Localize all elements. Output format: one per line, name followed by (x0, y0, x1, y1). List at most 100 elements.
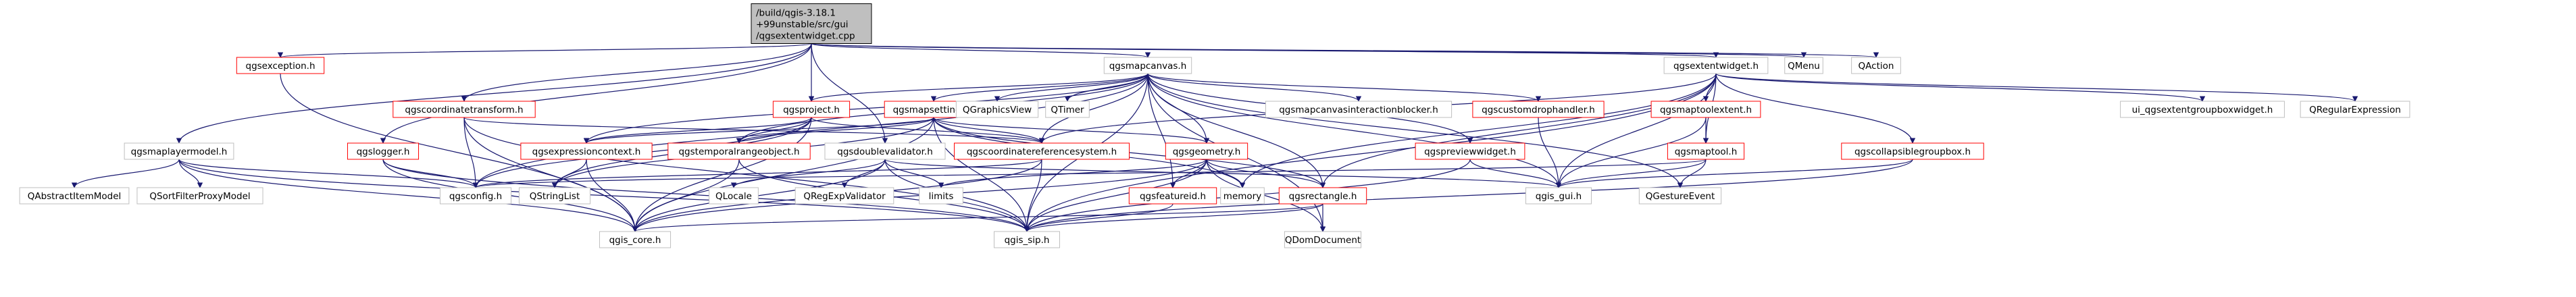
node-qgsfeatureid[interactable]: qgsfeatureid.h (1128, 187, 1217, 205)
node-QSortFilterProxyModel: QSortFilterProxyModel (136, 187, 263, 205)
node-qgscustomdrophandler[interactable]: qgscustomdrophandler.h (1472, 101, 1605, 118)
edge-qgsmapcanvas-to-qgsrectangle (1147, 73, 1326, 188)
node-label: qgscoordinatereferencesystem.h (967, 146, 1117, 157)
node-label: qgsconfig.h (449, 191, 502, 202)
edge-qgsmaptool-to-qgsconfig (473, 159, 1707, 188)
node-label: limits (929, 191, 954, 202)
edge-qgsproject-to-qgsexpressioncontext (583, 117, 812, 144)
node-box (1415, 142, 1525, 160)
node-qgsproject[interactable]: qgsproject.h (772, 101, 851, 118)
node-qgscollapsiblegroupbox[interactable]: qgscollapsiblegroupbox.h (1841, 142, 1984, 160)
node-box (709, 187, 759, 205)
edge-root-to-qgscoordinatetransform (461, 43, 812, 102)
edge-qgsrectangle-to-qgis_sip (1024, 203, 1323, 232)
node-qgscoordinatetransform[interactable]: qgscoordinatetransform.h (393, 101, 536, 118)
node-box (439, 187, 512, 205)
node-qgsrectangle[interactable]: qgsrectangle.h (1278, 187, 1367, 205)
node-box (1525, 187, 1592, 205)
node-box (347, 142, 420, 160)
node-box (520, 142, 653, 160)
node-memory: memory (1220, 187, 1265, 205)
node-qgstemporalrangeobject[interactable]: qgstemporalrangeobject.h (667, 142, 811, 160)
dependency-nodes: /build/qgis-3.18.1+99unstable/src/gui/qg… (19, 3, 2410, 248)
node-box (794, 187, 894, 205)
node-label: QDomDocument (1285, 235, 1361, 246)
edge-qgsextentwidget-to-memory (1239, 73, 1717, 188)
edge-qgsmapcanvas-to-qgsconfig (472, 73, 1148, 188)
node-box (1278, 187, 1367, 205)
edge-qgsmapsettings-to-qgis_core (632, 117, 934, 232)
node-box (955, 101, 1039, 118)
node-label: QLocale (715, 191, 752, 202)
edge-qgsmapcanvas-to-qgis_gui (1147, 73, 1562, 188)
edge-qgsdoublevalidator-to-qgis_gui (884, 159, 1561, 188)
node-box (1851, 57, 1901, 74)
edge-qgsrectangle-to-qgis_core (632, 203, 1323, 232)
node-box (1128, 187, 1217, 205)
edge-qgsmapcanvas-to-qgsmapcanvasinteractionblocker (1147, 73, 1362, 102)
edge-qgscoordinatetransform-to-qgis_core (463, 117, 638, 232)
node-box (1045, 101, 1090, 118)
node-label: qgsfeatureid.h (1140, 191, 1206, 202)
node-qgspreviewquadrilateral[interactable]: qgspreviewwidget.h (1415, 142, 1525, 160)
node-box (919, 187, 963, 205)
node-label: QStringList (530, 191, 580, 202)
node-box (1472, 101, 1605, 118)
node-QRegExpValidator: QRegExpValidator (794, 187, 894, 205)
node-qgsmaptoolextent[interactable]: qgsmaptoolextent.h (1650, 101, 1761, 118)
node-label: QAbstractItemModel (28, 191, 122, 202)
node-QLocale: QLocale (709, 187, 759, 205)
edge-qgsmapsettings-to-qgstemporalrangeobject (736, 117, 934, 144)
edge-qgsmaplayermodel-to-QAbstractItemModel (71, 159, 180, 188)
edge-qgsexpressioncontext-to-QStringList (551, 159, 587, 188)
node-label: qgslogger.h (357, 146, 410, 157)
node-box (1284, 231, 1362, 248)
edge-qgspreviewquadrilateral-to-qgis_gui (1469, 159, 1562, 188)
edge-qgsgeometry-to-qgsrectangle (1206, 159, 1326, 188)
node-QGestureEvent: QGestureEvent (1638, 187, 1722, 205)
node-label: QGestureEvent (1646, 191, 1715, 202)
node-qgsextentwidget: qgsextentwidget.h (1663, 57, 1769, 74)
edge-qgsmapcanvas-to-QGraphicsView (994, 73, 1148, 102)
node-qgsgeometry[interactable]: qgsgeometry.h (1165, 142, 1248, 160)
node-label: QSortFilterProxyModel (149, 191, 250, 202)
edge-root-to-qgsdoublevalidator (811, 43, 888, 144)
node-label: qgis_gui.h (1536, 191, 1582, 202)
node-box (1784, 57, 1823, 74)
node-qgscoordinatereferencesystem[interactable]: qgscoordinatereferencesystem.h (954, 142, 1130, 160)
node-box (1220, 187, 1265, 205)
node-box (1103, 57, 1192, 74)
edge-qgsmapcanvas-to-QGestureEvent (1147, 73, 1684, 188)
node-box (1265, 101, 1453, 118)
edge-qgsmapsettings-to-qgscoordinatereferencesystem (933, 117, 1045, 144)
node-label: qgsmaplayermodel.h (131, 146, 228, 157)
edge-qgsdoublevalidator-to-qgis_core (632, 159, 886, 232)
node-box (994, 231, 1060, 248)
node-label: qgsdoublevalidator.h (837, 146, 933, 157)
edge-qgsmapsettings-to-qgsexpressioncontext (584, 117, 934, 144)
edge-qgscoordinatereferencesystem-to-qgsconfig (473, 159, 1042, 188)
edge-root-to-QAction (811, 43, 1879, 58)
node-qgsmapcanvas: qgsmapcanvas.h (1103, 57, 1192, 74)
node-label: memory (1223, 191, 1261, 202)
node-box (772, 101, 851, 118)
node-qgsmaptool[interactable]: qgsmaptool.h (1667, 142, 1745, 160)
node-qgsexpressioncontext[interactable]: qgsexpressioncontext.h (520, 142, 653, 160)
node-label: QTimer (1051, 105, 1084, 115)
node-qgslogger[interactable]: qgslogger.h (347, 142, 420, 160)
root-file-node[interactable]: /build/qgis-3.18.1+99unstable/src/gui/qg… (751, 3, 872, 44)
node-box (824, 142, 946, 160)
node-box (1667, 142, 1745, 160)
node-qgsdoublevalidator: qgsdoublevalidator.h (824, 142, 946, 160)
edge-qgscoordinatetransform-to-qgsconfig (463, 117, 479, 188)
edge-qgsgeometry-to-memory (1206, 159, 1246, 188)
edge-qgscoordinatereferencesystem-to-qgis_sip (1024, 159, 1042, 232)
edge-qgsgeometry-to-QDomDocument (1206, 159, 1326, 232)
node-ui_qgsextentgroupboxwidget: ui_qgsextentgroupboxwidget.h (2120, 101, 2285, 118)
edge-qgsmaplayermodel-to-qgsconfig (178, 159, 479, 188)
node-label: qgstemporalrangeobject.h (678, 146, 799, 157)
node-label: qgsextentwidget.h (1673, 61, 1759, 72)
node-qgsexception[interactable]: qgsexception.h (236, 57, 325, 74)
edge-root-to-qgsmaplayermodel (176, 43, 812, 144)
